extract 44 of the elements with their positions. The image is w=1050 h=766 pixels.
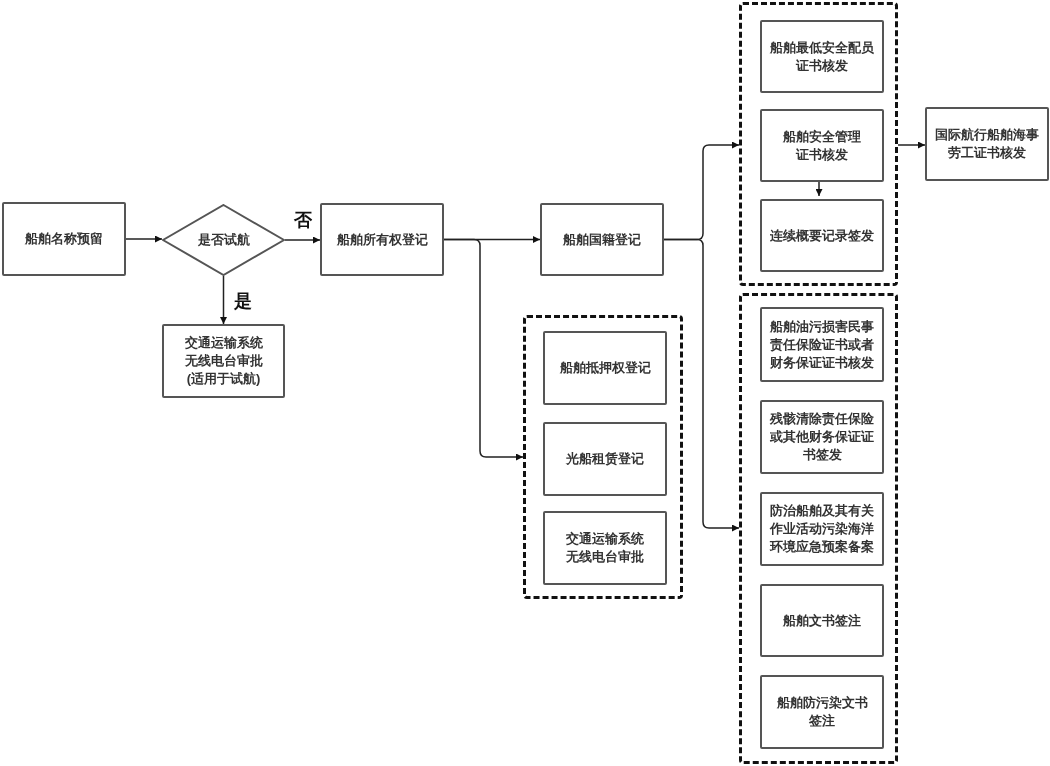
- box-label: 防治船舶及其有关作业活动污染海洋环境应急预案备案: [770, 502, 874, 556]
- box-label: 国际航行船舶海事劳工证书核发: [935, 126, 1039, 162]
- box-label: 船舶安全管理证书核发: [783, 127, 861, 164]
- box-label: 船舶油污损害民事责任保险证书或者财务保证证书核发: [770, 317, 874, 372]
- process-box: [760, 675, 884, 749]
- edge-label: 否: [294, 209, 312, 231]
- process-box: [162, 324, 285, 398]
- box-label: 残骸清除责任保险或其他财务保证证书签发: [770, 410, 874, 464]
- box-label: 连续概要记录签发: [770, 226, 874, 245]
- process-box: [925, 107, 1049, 181]
- edge-label: 是: [234, 290, 252, 312]
- process-box: [760, 109, 884, 182]
- box-label: 船舶抵押权登记: [559, 359, 651, 377]
- connector-arrow: [443, 238, 524, 461]
- process-box: [543, 511, 667, 585]
- process-box: [760, 307, 884, 382]
- dashed-group-frame: [739, 293, 898, 764]
- dashed-group-frame: [523, 315, 683, 599]
- box-label: 船舶最低安全配员证书核发: [770, 38, 874, 75]
- connector-arrow: [125, 235, 163, 243]
- process-box: [543, 422, 667, 496]
- process-box: [543, 331, 667, 405]
- box-label: 船舶防污染文书签注: [776, 694, 868, 730]
- process-box: [760, 199, 884, 272]
- connector-arrow: [663, 238, 740, 532]
- process-box: [540, 203, 664, 276]
- box-label: 船舶文书签注: [783, 611, 861, 630]
- box-label: 船舶所有权登记: [336, 230, 428, 249]
- box-label: 交通运输系统无线电台审批: [566, 530, 644, 566]
- box-label: 交通运输系统无线电台审批(适用于试航): [184, 334, 263, 388]
- process-box: [760, 400, 884, 474]
- diamond-label: 是否试航: [197, 231, 250, 249]
- box-label: 船舶名称预留: [25, 230, 103, 248]
- connector-arrow: [897, 141, 926, 149]
- connector-arrow: [220, 275, 227, 325]
- dashed-group-frame: [739, 2, 898, 286]
- process-box: [760, 492, 884, 566]
- process-box: [2, 202, 126, 276]
- box-label: 光船租赁登记: [566, 450, 644, 468]
- box-label: 船舶国籍登记: [563, 230, 641, 249]
- process-box: [760, 20, 884, 93]
- connector-arrow: [284, 236, 321, 244]
- process-box: [760, 584, 884, 657]
- process-box: [320, 203, 444, 276]
